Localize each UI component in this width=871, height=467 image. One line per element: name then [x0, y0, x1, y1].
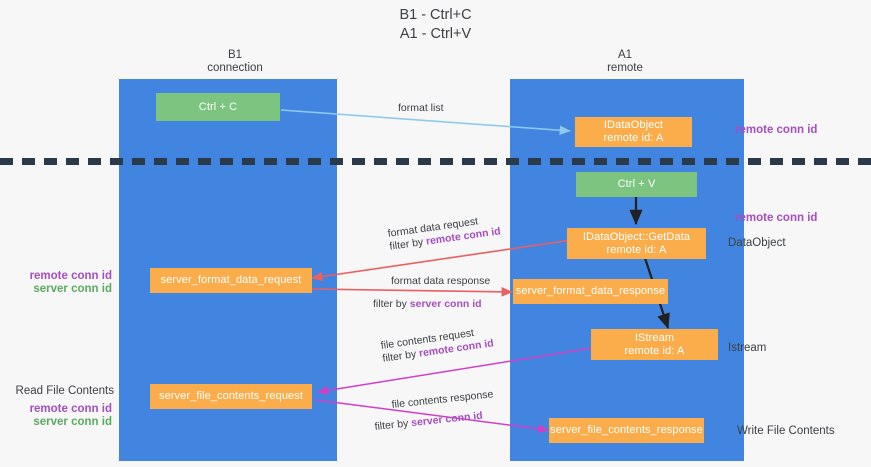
label-data-object: DataObject — [728, 237, 786, 249]
arrow-label-file-contents-response-filter: filter by server conn id — [374, 410, 483, 434]
box-ctrl-v-label: Ctrl + V — [617, 178, 656, 190]
label-read-file-contents: Read File Contents — [15, 385, 114, 397]
fcres-prefix: filter by — [374, 417, 412, 433]
fdres-key: server conn id — [409, 298, 482, 310]
label-left-remote-conn-id: remote conn id — [29, 270, 112, 282]
box-getdata-id: remote id: A — [606, 243, 667, 256]
column-header-b1: B1 connection — [155, 49, 315, 75]
label-left-server-conn-id-2: server conn id — [33, 416, 112, 428]
diagram-title: B1 - Ctrl+C A1 - Ctrl+V — [0, 6, 871, 44]
box-server-file-contents-request[interactable]: server_file_contents_request — [150, 384, 312, 409]
arrow-label-file-contents-response-line1: file contents response — [391, 388, 494, 411]
arrow-label-format-data-response: format data response — [391, 275, 490, 288]
label-write-file-contents: Write File Contents — [737, 425, 835, 437]
section-divider-dashed — [0, 158, 871, 165]
box-istream-name: IStream — [634, 331, 675, 344]
fcres-key: server conn id — [410, 409, 484, 430]
arrow-label-format-list: format list — [398, 102, 444, 114]
box-idataobject[interactable]: IDataObject remote id: A — [575, 117, 692, 147]
box-ctrl-c[interactable]: Ctrl + C — [156, 93, 280, 121]
box-server-file-contents-request-label: server_file_contents_request — [158, 390, 304, 402]
title-line-1: B1 - Ctrl+C — [399, 7, 472, 23]
box-ctrl-v[interactable]: Ctrl + V — [576, 172, 697, 197]
box-server-format-data-response-label: server_format_data_response — [515, 285, 666, 297]
arrow-label-format-data-response-filter: filter by server conn id — [373, 298, 482, 311]
arrow-label-file-contents-request: file contents request filter by remote c… — [380, 324, 495, 365]
box-getdata-name: IDataObject::GetData — [582, 230, 691, 243]
arrow-label-format-data-request: format data request filter by remote con… — [387, 212, 502, 253]
box-server-file-contents-response-label: server_file_contents_response — [550, 424, 703, 436]
label-remote-conn-id-top: remote conn id — [735, 124, 818, 136]
box-idataobject-getdata[interactable]: IDataObject::GetData remote id: A — [567, 228, 706, 259]
box-server-format-data-response[interactable]: server_format_data_response — [513, 279, 668, 304]
box-server-format-data-request[interactable]: server_format_data_request — [150, 268, 312, 293]
label-left-remote-conn-id-2: remote conn id — [29, 403, 112, 415]
column-header-a1-name: A1 — [617, 49, 633, 61]
label-istream: Istream — [728, 342, 767, 354]
column-header-b1-role: connection — [207, 62, 263, 74]
box-server-format-data-request-label: server_format_data_request — [160, 274, 302, 286]
arrow-label-file-contents-response: file contents response — [391, 388, 494, 412]
box-istream[interactable]: IStream remote id: A — [591, 329, 718, 360]
title-line-2: A1 - Ctrl+V — [399, 26, 472, 42]
column-header-a1: A1 remote — [545, 49, 705, 75]
column-header-a1-role: remote — [607, 62, 643, 74]
arrow-label-format-data-response-line1: format data response — [391, 275, 491, 287]
box-server-file-contents-response[interactable]: server_file_contents_response — [549, 418, 704, 443]
box-idataobject-name: IDataObject — [603, 119, 664, 131]
box-ctrl-c-label: Ctrl + C — [198, 100, 238, 113]
column-header-b1-name: B1 — [227, 49, 243, 61]
label-remote-conn-id-mid: remote conn id — [735, 212, 818, 224]
fdres-prefix: filter by — [373, 298, 410, 310]
box-istream-id: remote id: A — [624, 344, 685, 357]
box-idataobject-id: remote id: A — [603, 132, 664, 144]
label-left-server-conn-id: server conn id — [33, 283, 112, 295]
